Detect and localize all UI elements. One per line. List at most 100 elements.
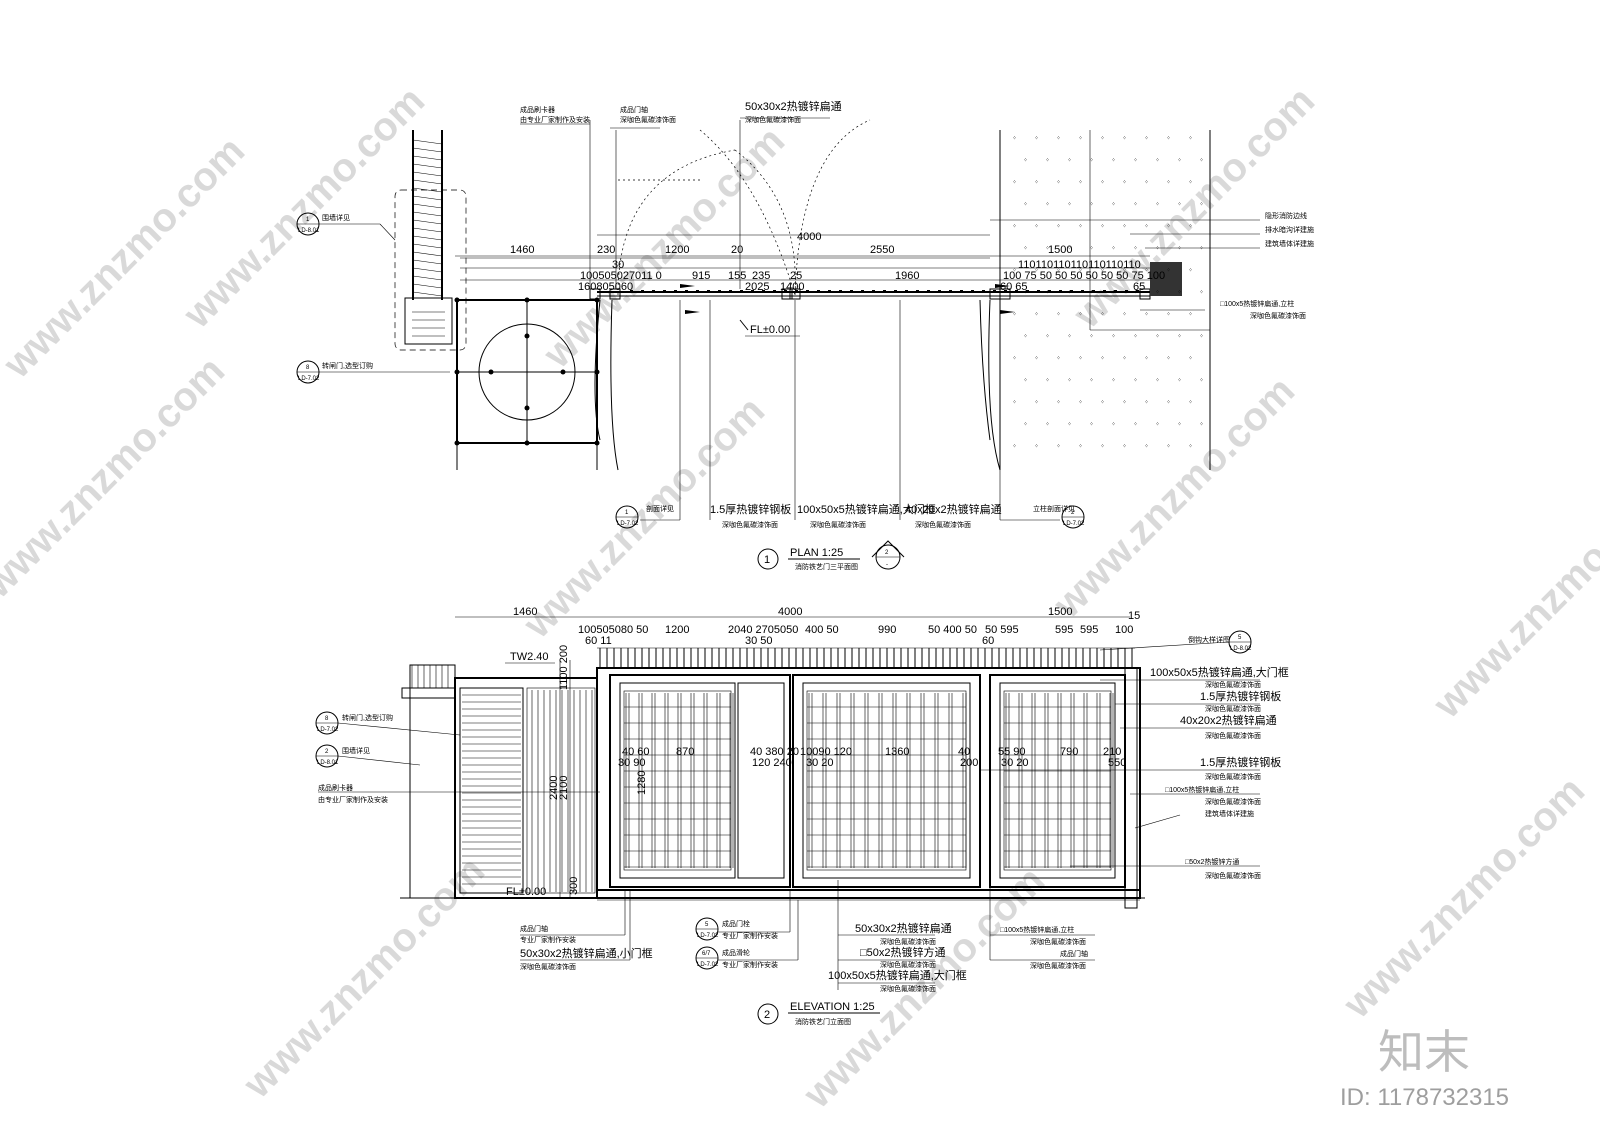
svg-text:2: 2 [764, 1009, 770, 1021]
paving-dot: ⁘ [1111, 246, 1116, 252]
svg-text:成品刷卡器: 成品刷卡器 [318, 783, 353, 792]
paving-dot: ⁘ [1067, 378, 1072, 384]
plan-dimensions: 1460 230 1200 20 4000 2550 1500 30 10050… [455, 231, 1165, 337]
bar-section [861, 290, 864, 293]
svg-text:LD-7.02: LD-7.02 [317, 727, 339, 733]
callout-bubble: 5 LD-8.02 倒钩大样详图 [1099, 630, 1252, 654]
paving-dot: ⁘ [1166, 224, 1171, 230]
bar-section [828, 290, 831, 293]
paving-dot: ⁘ [1089, 158, 1094, 164]
svg-text:LD-8.01: LD-8.01 [317, 760, 339, 766]
svg-text:□50x2热镀锌方通: □50x2热镀锌方通 [1185, 857, 1239, 866]
bar-section [1059, 290, 1062, 293]
svg-text:成品门轴: 成品门轴 [1060, 949, 1088, 958]
svg-text:1500: 1500 [1048, 244, 1072, 256]
svg-text:50 595: 50 595 [985, 624, 1019, 636]
paving-dot: ⁘ [1045, 378, 1050, 384]
paving-dot: ⁘ [1133, 334, 1138, 340]
elevation-title: 2 ELEVATION 1:25 消防铁艺门立面图 [757, 1001, 880, 1026]
svg-text:围墙详见: 围墙详见 [342, 746, 370, 755]
paving-dot: ⁘ [1056, 400, 1061, 406]
watermark-text: www.znzmo.com [0, 348, 233, 607]
bar-section [641, 290, 644, 293]
bar-section [927, 290, 930, 293]
paving-dot: ⁘ [1199, 202, 1204, 208]
paving-dot: ⁘ [1188, 312, 1193, 318]
svg-text:60 65: 60 65 [1000, 281, 1028, 293]
paving-dot: ⁘ [1166, 356, 1171, 362]
bar-section [1004, 290, 1007, 293]
svg-text:深咖色氟碳漆饰面: 深咖色氟碳漆饰面 [1250, 311, 1306, 320]
paving-dot: ⁘ [1177, 158, 1182, 164]
bar-section [652, 290, 655, 293]
svg-text:915: 915 [692, 270, 710, 282]
paving-dot: ⁘ [1133, 246, 1138, 252]
paving-dot: ⁘ [1144, 400, 1149, 406]
lattice-inner-frame [1003, 690, 1112, 871]
paving-dot: ⁘ [1188, 180, 1193, 186]
lattice-inner-frame [623, 690, 732, 871]
paving-dot: ⁘ [1056, 224, 1061, 230]
paving-dot: ⁘ [1023, 378, 1028, 384]
watermark-text: www.znzmo.com [1045, 368, 1304, 627]
paving-dot: ⁘ [1034, 268, 1039, 274]
svg-text:专业厂家制作安装: 专业厂家制作安装 [520, 935, 576, 944]
paving-dot: ⁘ [1056, 312, 1061, 318]
bar-section [1125, 290, 1128, 293]
bar-section [982, 290, 985, 293]
paving-dot: ⁘ [1078, 444, 1083, 450]
svg-text:40 60: 40 60 [622, 746, 650, 758]
paving-dot: ⁘ [1133, 422, 1138, 428]
paving-dot: ⁘ [1067, 290, 1072, 296]
paving-dot: ⁘ [1133, 290, 1138, 296]
bar-section [839, 290, 842, 293]
svg-text:深咖色氟碳漆饰面: 深咖色氟碳漆饰面 [620, 115, 676, 124]
svg-text:立柱剖面详见: 立柱剖面详见 [1033, 504, 1075, 513]
callout-bubble: 8 LD-7.02 转闸门,选型订购 [296, 360, 450, 384]
label-flat-tube: 50x30x2热镀锌扁通 [745, 99, 842, 113]
svg-text:100x50x5热镀锌扁通,大门框: 100x50x5热镀锌扁通,大门框 [828, 968, 967, 982]
callout-bubble: 5 LD-7.02 成品门栓 专业厂家制作安装 [695, 890, 791, 941]
paving-dot: ⁘ [1199, 334, 1204, 340]
paving-dot: ⁘ [1056, 136, 1061, 142]
bar-section [817, 290, 820, 293]
svg-text:1460: 1460 [510, 244, 534, 256]
watermark-text: www.znzmo.com [1425, 468, 1600, 727]
svg-text:隐形消防边线: 隐形消防边线 [1265, 211, 1307, 220]
svg-text:595: 595 [1055, 624, 1073, 636]
paving-dot: ⁘ [1122, 356, 1127, 362]
svg-text:1100 200: 1100 200 [558, 645, 570, 690]
svg-text:2040 2705050: 2040 2705050 [728, 624, 798, 636]
paving-dot: ⁘ [1111, 422, 1116, 428]
svg-text:100505080 50: 100505080 50 [578, 624, 648, 636]
bar-section [949, 290, 952, 293]
paving-dot: ⁘ [1177, 202, 1182, 208]
svg-text:200: 200 [960, 757, 978, 769]
svg-text:2100: 2100 [558, 776, 570, 800]
svg-text:100: 100 [1115, 624, 1133, 636]
svg-text:300: 300 [568, 877, 580, 895]
big-door-frame [792, 674, 981, 888]
paving-dot: ⁘ [1133, 202, 1138, 208]
gate-plan-line [460, 257, 1151, 314]
paving-dot: ⁘ [1045, 246, 1050, 252]
brand-watermark: 知末 ID: 1178732315 [1340, 1026, 1509, 1111]
paving-dot: ⁘ [1100, 400, 1105, 406]
bar-section [971, 290, 974, 293]
bar-section [872, 290, 875, 293]
svg-text:FL±0.00: FL±0.00 [750, 324, 790, 336]
svg-text:剖面详见: 剖面详见 [646, 504, 674, 513]
wall-hatch-line [412, 211, 443, 217]
paving-dot: ⁘ [1199, 378, 1204, 384]
paving-dot: ⁘ [1100, 312, 1105, 318]
callout-bubble: 2 LD-8.01 围墙详见 [315, 744, 421, 768]
svg-text:倒钩大样详图: 倒钩大样详图 [1188, 635, 1230, 644]
paving-dot: ⁘ [1067, 334, 1072, 340]
svg-text:30 50: 30 50 [745, 635, 773, 647]
wall-hatch-line [412, 155, 443, 161]
elevation-labels-right: 5 LD-8.02 倒钩大样详图 100x50x5热镀锌扁通,大门框 深咖色氟碳… [980, 630, 1289, 880]
svg-text:1400: 1400 [780, 281, 804, 293]
paving-dot: ⁘ [1133, 158, 1138, 164]
wall-hatch-line [412, 243, 443, 249]
